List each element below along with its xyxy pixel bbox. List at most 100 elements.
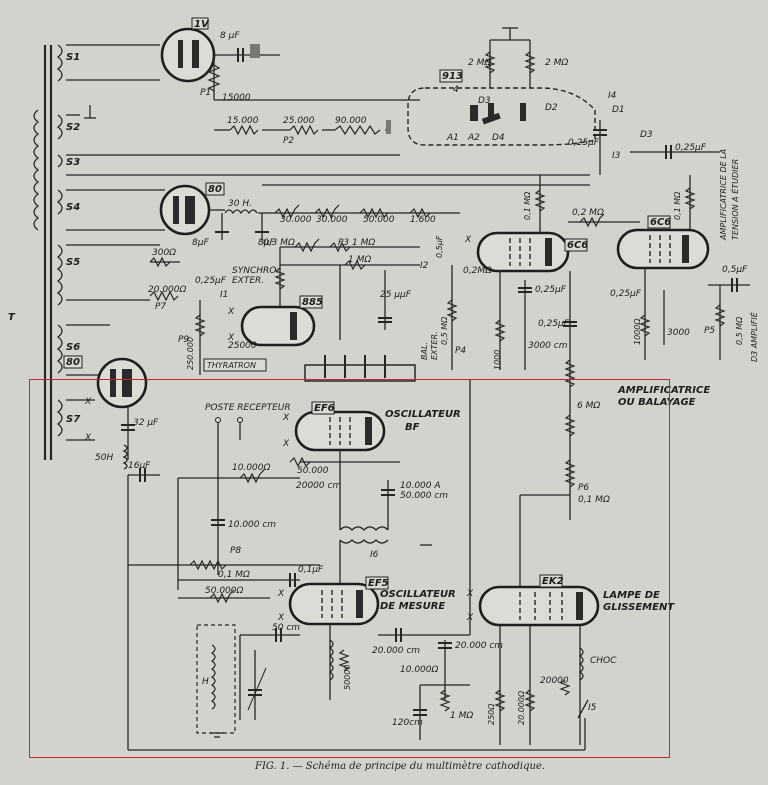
winding-s1-label: S1	[66, 52, 80, 63]
tube-6c6-right: 6C6 0,2 MΩ 0,1 MΩ	[568, 175, 710, 270]
r250000-label: 250.000	[186, 337, 195, 370]
r01m-d-label: 0,1 MΩ	[218, 570, 250, 580]
tube-6c6-left: 6C6 0,1 MΩ X	[464, 175, 588, 273]
x-885-a: X	[227, 307, 235, 317]
r05m-label: 0,5 MΩ	[440, 316, 449, 345]
r01m-b-label: 0,1 MΩ	[673, 191, 682, 220]
x-885-b: X	[227, 333, 235, 343]
c50cm-label: 50 cm	[272, 623, 300, 633]
amplifier-passives: 0,2MΩ 0,25μF 0,25μF 0,25μF 1000 3000 cm …	[463, 265, 759, 370]
crt-d2-label: D2	[545, 103, 558, 113]
i4-label: I4	[608, 91, 617, 101]
r20000c-label: 20000	[540, 676, 569, 686]
p2-label: P2	[283, 136, 294, 146]
x-6c6a-label: X	[464, 235, 472, 245]
c20000cm-label: 20.000 cm	[372, 646, 420, 656]
r15000-label: 15000	[222, 93, 251, 103]
winding-s4-label: S4	[66, 202, 80, 213]
ampli-etudier-line2: TENSION A ÉTUDIER	[729, 159, 740, 240]
l50h-label: 50H	[95, 453, 113, 463]
x-ef6-a: X	[282, 413, 290, 423]
cap-8b-label: 8μF	[258, 238, 275, 248]
r1000b-label: 1000Ω	[633, 318, 642, 345]
r20000-label: 20.000Ω	[148, 285, 186, 295]
rectifier-80-top: 80 30 H. 30.000 30.000 50.000 1.600 8μF …	[159, 182, 590, 248]
r1000-label: 1000	[493, 350, 502, 370]
tube-ef5-label: EF5	[368, 578, 389, 589]
exter2-label: EXTER.	[430, 331, 439, 360]
r50000d-label: 50000	[343, 665, 352, 690]
tube-80-top-label: 80	[208, 184, 222, 195]
lampe-line2: GLISSEMENT	[603, 602, 675, 613]
c025c-label: 0,25μF	[195, 276, 227, 286]
ampli-balayage-line2: OU BALAYAGE	[618, 397, 696, 408]
r300-label: 300Ω	[152, 248, 176, 258]
d3-terminal-label: D3	[640, 130, 653, 140]
crt-d4-label: D4	[492, 133, 505, 143]
c25pf-label: 25 μμF	[380, 290, 412, 300]
c16-label: 16μF	[128, 461, 151, 471]
r02m-label: 0,2 MΩ	[572, 208, 604, 218]
synchro-label: SYNCHRO.	[232, 266, 279, 276]
r25000-label: 25.000	[283, 116, 315, 126]
c025b-label: 0,25μF	[675, 143, 707, 153]
tube-ef5: P8 0,1 MΩ 0,1μF 50.000Ω EF5 OSCILLATEUR …	[128, 546, 470, 700]
i3-label: I3	[612, 151, 621, 161]
choc-label: CHOC	[590, 656, 617, 666]
r6m-label: 6 MΩ	[577, 401, 600, 411]
i2-label: I2	[420, 261, 429, 271]
c10000cm-label: 10.000 cm	[228, 520, 276, 530]
exter-label: EXTER.	[232, 276, 264, 286]
r02m-b-label: 0,2MΩ	[463, 266, 492, 276]
p5-label: P5	[704, 326, 715, 336]
x-ef5-a: X	[277, 589, 285, 599]
x-rect-a: X	[84, 397, 92, 407]
crt-d3-label: D3	[478, 96, 491, 106]
r250-label: 250Ω	[487, 703, 496, 725]
r25000b-label: 25000	[228, 341, 257, 351]
p6-label: P6	[578, 483, 589, 493]
c025f-label: 0,25μF	[610, 289, 642, 299]
r20000b-label: 20.000Ω	[517, 690, 526, 725]
ampli-balayage-line1: AMPLIFICATRICE	[617, 385, 710, 396]
i5-label: I5	[588, 703, 597, 713]
c20000cm-b-label: 20.000 cm	[455, 641, 503, 651]
c120-label: 120cm	[392, 718, 423, 728]
tube-ef6-label: EF6	[314, 403, 335, 414]
c01-label: 0,1μF	[298, 565, 324, 575]
d3-ampli-label: D3 AMPLIFIÉ	[748, 311, 759, 362]
winding-s3-label: S3	[66, 157, 80, 168]
tube-6c6-b-label: 6C6	[650, 217, 671, 228]
crt-pin4-label: 4	[453, 85, 459, 95]
winding-s5-label: S5	[66, 257, 80, 268]
p7-label: P7	[155, 302, 166, 312]
winding-s7-label: S7	[66, 414, 80, 425]
r01m-a-label: 0,1 MΩ	[523, 191, 532, 220]
tube-885-area: 300Ω 0,25μF SYNCHRO. EXTER. I1 20.000Ω P…	[148, 235, 466, 382]
p9-label: P9	[178, 335, 189, 345]
power-transformer: S1 S2 S3 S4 S5 S6 S7 T	[8, 44, 590, 460]
coil-h: H	[196, 624, 267, 738]
p1-label: P1	[200, 88, 211, 98]
r15000b-label: 15.000	[227, 116, 259, 126]
r50000b-label: 50.000	[297, 466, 329, 476]
r1600-label: 1.600	[410, 215, 436, 225]
choke-30h-label: 30 H.	[228, 199, 252, 209]
r10000b-label: 10.000Ω	[400, 665, 438, 675]
i1-label: I1	[220, 290, 228, 300]
p3-label: P3	[338, 238, 349, 248]
tube-ef6: POSTE RECEPTEUR EF6 OSCILLATEUR BF X X 1…	[177, 401, 461, 590]
x-rect-b: X	[84, 433, 92, 443]
tube-80-bottom-label: 80	[66, 357, 80, 368]
winding-s6-label: S6	[66, 342, 80, 353]
c05b-label: 0,5μF	[722, 265, 748, 275]
r50000-label: 50.000	[363, 215, 395, 225]
p4-label: P4	[455, 346, 466, 356]
crt-a2-label: A2	[467, 133, 480, 143]
tube-6c6-a-label: 6C6	[567, 240, 588, 251]
tube-ek2: EK2 LAMPE DE GLISSEMENT X X 20.000 cm 10…	[392, 380, 675, 745]
osc-bf-line2: BF	[405, 422, 420, 433]
osc-mesure-line1: OSCILLATEUR	[380, 589, 456, 600]
c3000-label: 3000 cm	[528, 341, 568, 351]
